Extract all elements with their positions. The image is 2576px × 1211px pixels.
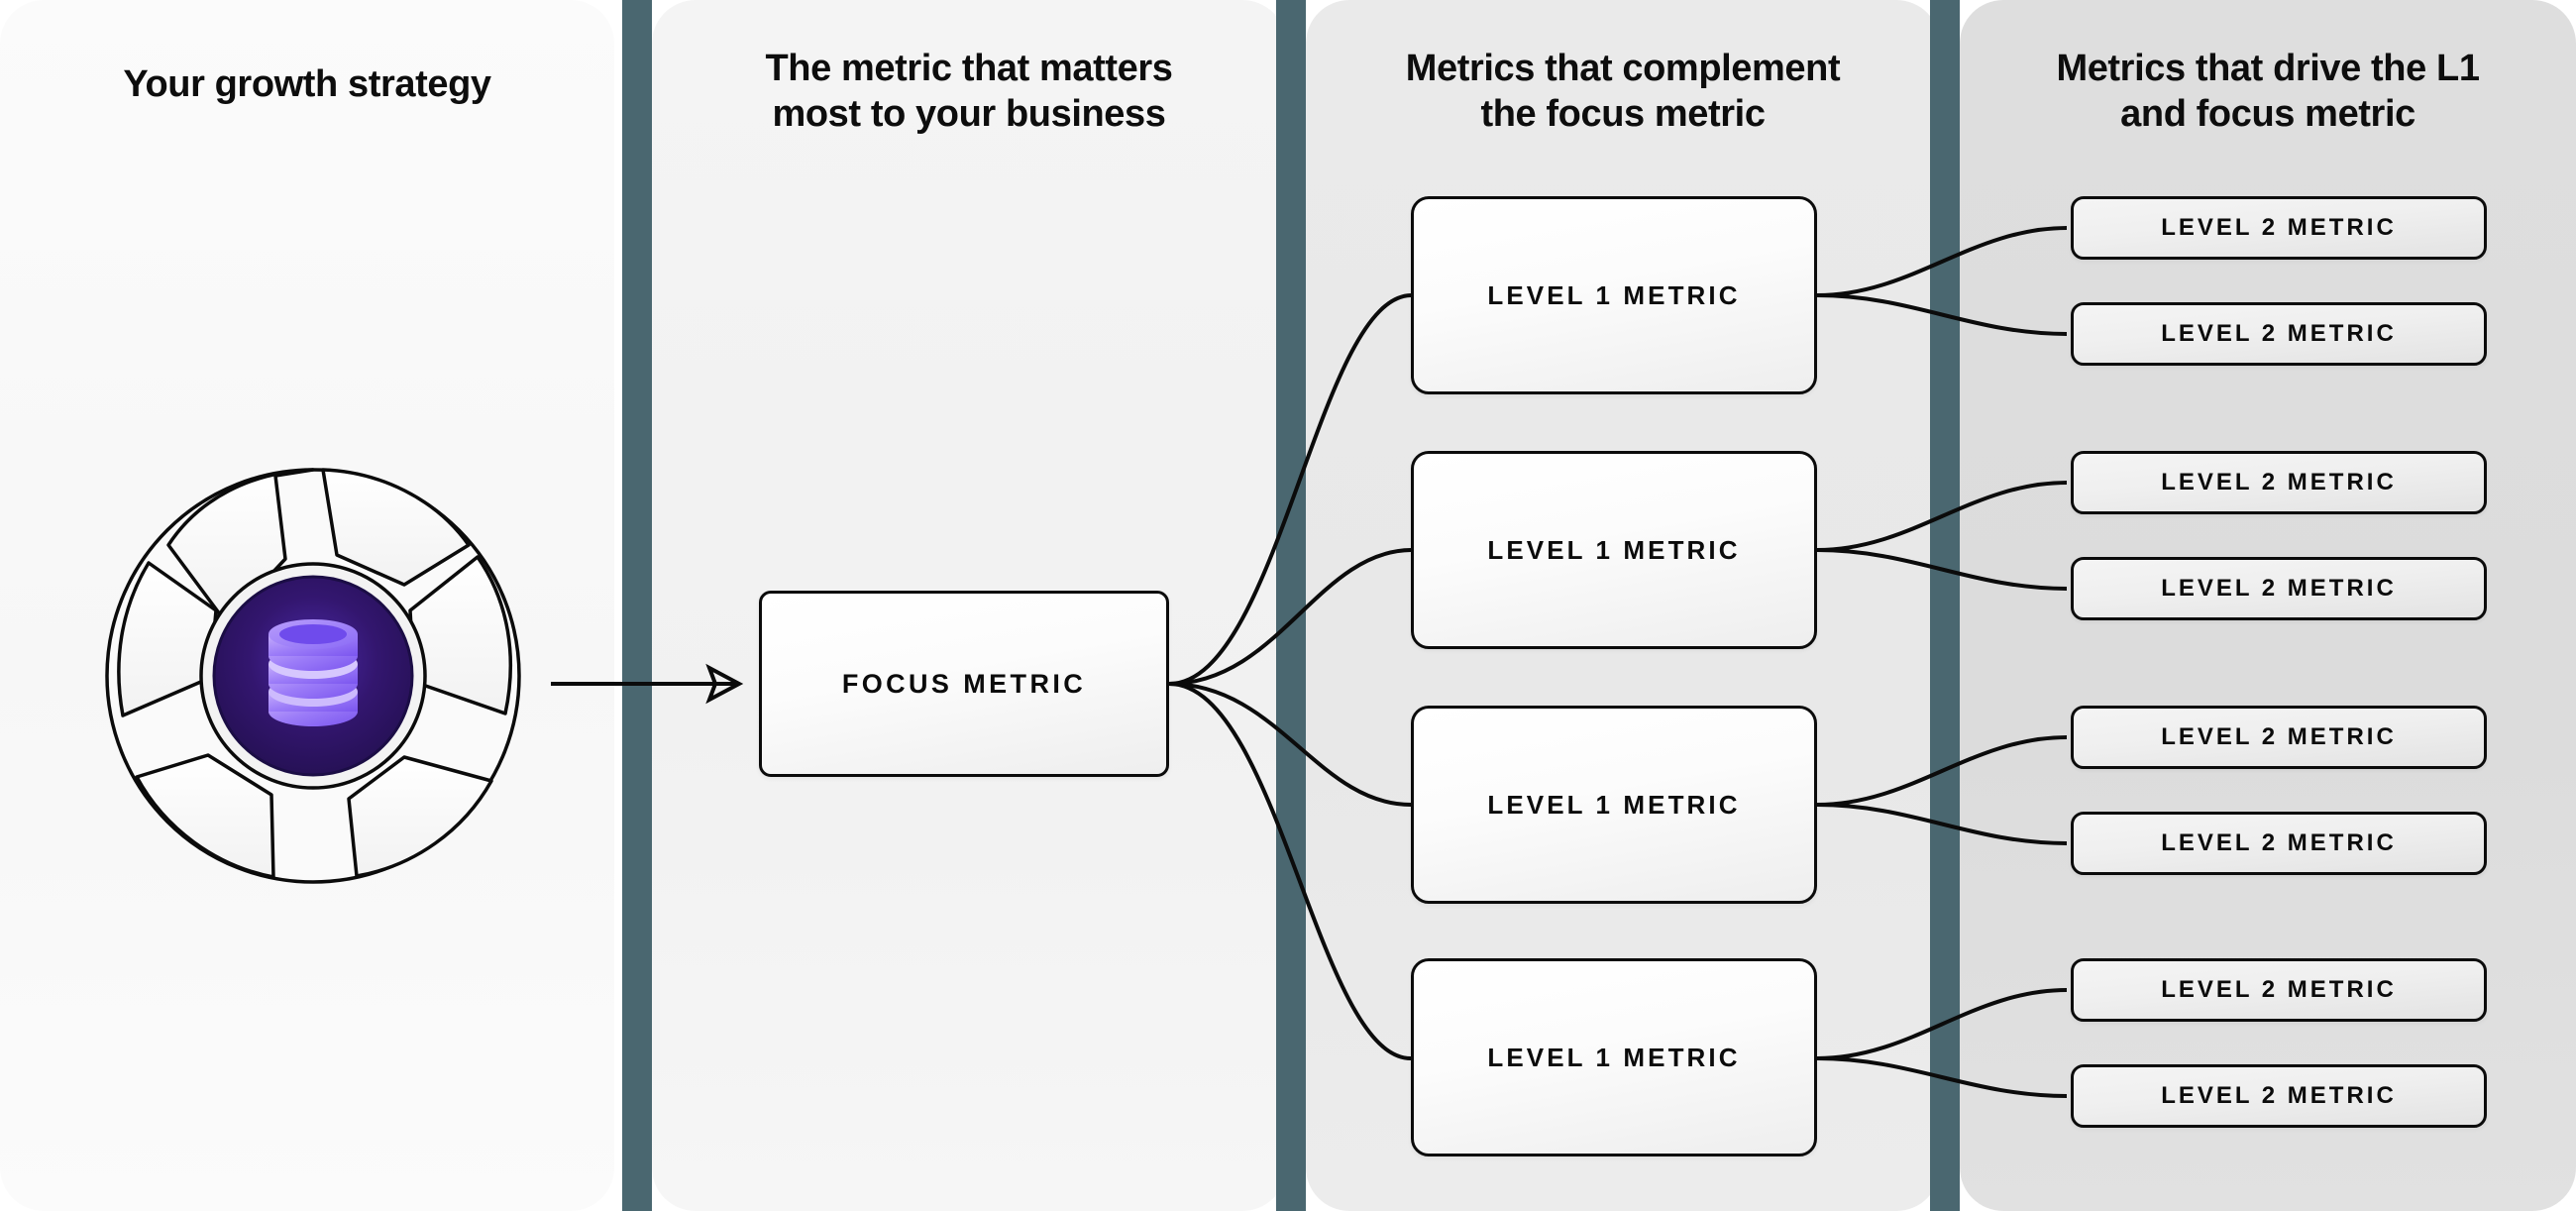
level2-metric-label: LEVEL 2 METRIC [2161,723,2397,750]
column-divider-2 [1276,0,1306,1211]
level2-metric-label: LEVEL 2 METRIC [2161,1082,2397,1109]
focus-metric-label: FOCUS METRIC [841,668,1087,699]
focus-metric-node[interactable]: FOCUS METRIC [759,591,1169,777]
level2-metric-node-3[interactable]: LEVEL 2 METRIC [2071,451,2487,514]
level2-metric-node-2[interactable]: LEVEL 2 METRIC [2071,302,2487,366]
level1-metric-label: LEVEL 1 METRIC [1487,534,1741,565]
column-divider-1 [622,0,652,1211]
level2-metric-node-4[interactable]: LEVEL 2 METRIC [2071,557,2487,620]
level1-metric-node-1[interactable]: LEVEL 1 METRIC [1411,196,1817,394]
level2-metric-label: LEVEL 2 METRIC [2161,829,2397,856]
level2-metric-node-5[interactable]: LEVEL 2 METRIC [2071,706,2487,769]
level2-metric-node-6[interactable]: LEVEL 2 METRIC [2071,812,2487,875]
column-heading-focus: The metric that matters most to your bus… [765,48,1173,136]
level1-metric-label: LEVEL 1 METRIC [1487,279,1741,310]
level2-metric-node-1[interactable]: LEVEL 2 METRIC [2071,196,2487,260]
level2-metric-label: LEVEL 2 METRIC [2161,976,2397,1003]
level1-metric-label: LEVEL 1 METRIC [1487,789,1741,820]
level2-metric-label: LEVEL 2 METRIC [2161,214,2397,241]
level1-metric-node-4[interactable]: LEVEL 1 METRIC [1411,958,1817,1156]
level2-metric-label: LEVEL 2 METRIC [2161,320,2397,347]
column-heading-strategy: Your growth strategy [123,63,491,105]
column-heading-level1: Metrics that complement the focus metric [1405,48,1841,136]
level1-metric-label: LEVEL 1 METRIC [1487,1042,1741,1072]
column-divider-3 [1930,0,1960,1211]
column-heading-level2: Metrics that drive the L1 and focus metr… [2056,48,2480,136]
level2-metric-label: LEVEL 2 METRIC [2161,469,2397,495]
level2-metric-node-7[interactable]: LEVEL 2 METRIC [2071,958,2487,1022]
level1-metric-node-2[interactable]: LEVEL 1 METRIC [1411,451,1817,649]
level2-metric-node-8[interactable]: LEVEL 2 METRIC [2071,1064,2487,1128]
database-stack-icon [268,619,358,726]
level1-metric-node-3[interactable]: LEVEL 1 METRIC [1411,706,1817,904]
growth-strategy-emblem [77,428,549,924]
level2-metric-label: LEVEL 2 METRIC [2161,575,2397,602]
